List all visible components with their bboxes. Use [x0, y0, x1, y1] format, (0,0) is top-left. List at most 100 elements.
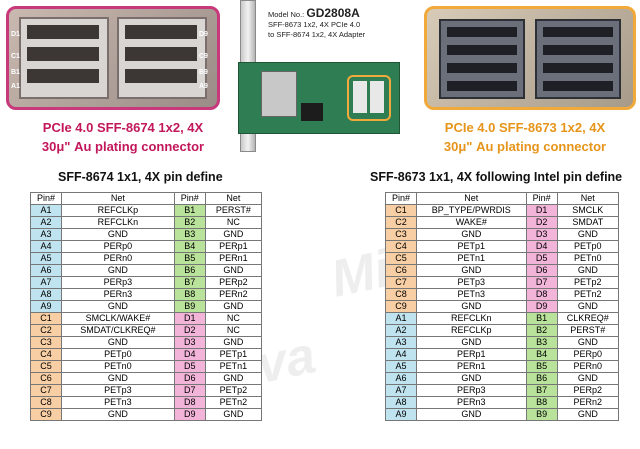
- pin-cell: B9: [525, 408, 558, 421]
- net-cell: PETn0: [556, 252, 620, 265]
- pin-cell: C6: [385, 264, 417, 277]
- right-callout-line1: PCIe 4.0 SFF-8673 1x2, 4X: [444, 120, 606, 135]
- net-cell: PERn3: [61, 288, 175, 301]
- pin-cell: A2: [385, 324, 417, 337]
- column-header: Pin#: [173, 192, 206, 205]
- net-cell: PERp1: [204, 240, 263, 253]
- pin-label: C1: [11, 53, 20, 60]
- net-cell: GND: [61, 372, 175, 385]
- pin-cell: C7: [30, 384, 62, 397]
- pin-cell: D1: [173, 312, 206, 325]
- sff-8673-connector-photo: [424, 6, 636, 110]
- net-cell: REFCLKp: [416, 324, 527, 337]
- pin-cell: B6: [525, 372, 558, 385]
- net-cell: GND: [204, 264, 263, 277]
- pin-cell: B9: [173, 300, 206, 313]
- net-cell: PERp3: [61, 276, 175, 289]
- pin-cell: C8: [385, 288, 417, 301]
- pin-cell: A5: [30, 252, 62, 265]
- net-cell: GND: [416, 336, 527, 349]
- pin-label: D1: [11, 31, 20, 38]
- sff-8674-connector-photo: D1 C1 B1 A1 D9 C9 B9 A9: [6, 6, 220, 110]
- pin-cell: C4: [30, 348, 62, 361]
- net-cell: NC: [204, 324, 263, 337]
- pin-cell: C9: [30, 408, 62, 421]
- pin-cell: D1: [525, 204, 558, 217]
- pin-cell: B8: [525, 396, 558, 409]
- pin-cell: C4: [385, 240, 417, 253]
- net-cell: GND: [204, 408, 263, 421]
- net-cell: PETp0: [61, 348, 175, 361]
- net-cell: PERp2: [204, 276, 263, 289]
- net-cell: PETp2: [204, 384, 263, 397]
- pin-label: B1: [11, 69, 20, 76]
- pin-cell: B3: [173, 228, 206, 241]
- net-cell: REFCLKn: [416, 312, 527, 325]
- net-cell: GND: [61, 408, 175, 421]
- right-table-title: SFF-8673 1x1, 4X following Intel pin def…: [370, 170, 623, 184]
- right-callout: PCIe 4.0 SFF-8673 1x2, 4X 30μ" Au platin…: [415, 118, 635, 156]
- net-cell: GND: [556, 264, 620, 277]
- column-header: Net: [61, 192, 175, 205]
- column-header: Pin#: [385, 192, 417, 205]
- pin-label: A1: [11, 83, 20, 90]
- net-cell: WAKE#: [416, 216, 527, 229]
- pin-cell: B4: [173, 240, 206, 253]
- column-header: Net: [416, 192, 527, 205]
- net-cell: PETn2: [556, 288, 620, 301]
- pin-cell: B7: [173, 276, 206, 289]
- net-cell: GND: [204, 336, 263, 349]
- net-cell: GND: [416, 408, 527, 421]
- net-cell: CLKREQ#: [556, 312, 620, 325]
- connector-body: [439, 19, 525, 99]
- net-cell: GND: [204, 372, 263, 385]
- net-cell: GND: [556, 336, 620, 349]
- net-cell: PERn3: [416, 396, 527, 409]
- net-cell: GND: [556, 408, 620, 421]
- pin-cell: D9: [173, 408, 206, 421]
- left-callout-line1: PCIe 4.0 SFF-8674 1x2, 4X: [42, 120, 204, 135]
- net-cell: PETp2: [556, 276, 620, 289]
- pin-cell: A6: [385, 372, 417, 385]
- net-cell: PETn2: [204, 396, 263, 409]
- pin-cell: A1: [385, 312, 417, 325]
- pin-cell: B1: [525, 312, 558, 325]
- pin-cell: D5: [525, 252, 558, 265]
- pin-cell: A9: [385, 408, 417, 421]
- model-desc-line2: to SFF-8674 1x2, 4X Adapter: [268, 30, 366, 39]
- pin-cell: A4: [30, 240, 62, 253]
- pin-cell: B5: [173, 252, 206, 265]
- pin-cell: C1: [30, 312, 62, 325]
- net-cell: SMCLK: [556, 204, 620, 217]
- pin-cell: C2: [30, 324, 62, 337]
- pin-cell: B8: [173, 288, 206, 301]
- pin-cell: A6: [30, 264, 62, 277]
- pin-label: B9: [199, 69, 208, 76]
- pin-cell: A5: [385, 360, 417, 373]
- net-cell: PETn3: [416, 288, 527, 301]
- right-callout-line2: 30μ" Au plating connector: [443, 139, 607, 154]
- pin-cell: C5: [30, 360, 62, 373]
- column-header: Pin#: [525, 192, 558, 205]
- net-cell: PERST#: [556, 324, 620, 337]
